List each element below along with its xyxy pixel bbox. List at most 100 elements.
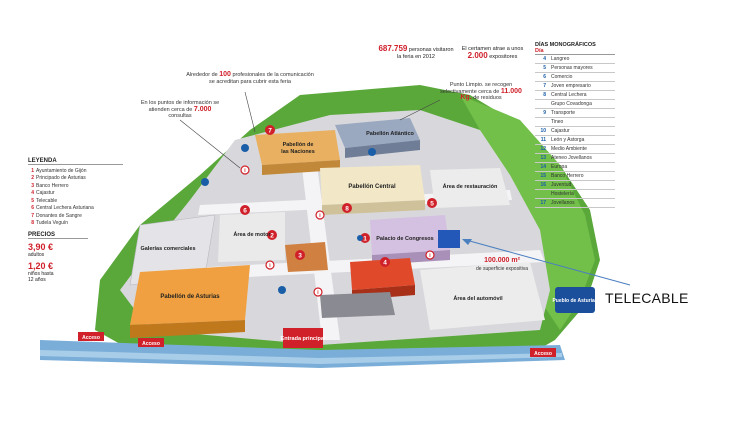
days-row-label: Comercio	[551, 74, 573, 80]
days-row-number: 15	[540, 173, 546, 179]
marker-8: 8	[342, 203, 352, 213]
days-row: 6 Comercio	[535, 73, 615, 82]
marker-7: 7	[265, 125, 275, 135]
svg-text:5: 5	[430, 201, 434, 208]
svg-text:6: 6	[243, 208, 247, 215]
telecable-arrow	[465, 239, 631, 286]
legend-item-label: Principado de Asturias	[36, 175, 86, 182]
legend-item-label: Telecable	[36, 197, 58, 204]
label-area-motor: Área de motor	[233, 231, 271, 238]
svg-text:4: 4	[383, 260, 387, 267]
days-row-number: 10	[540, 128, 546, 134]
info-point-icon: i	[425, 250, 435, 260]
acceso-marker-right	[530, 348, 556, 357]
days-row-label: Personas mayores	[551, 65, 593, 71]
svg-text:i: i	[269, 263, 271, 269]
days-row-number: 16	[540, 182, 546, 188]
label-galerias: Galerías comerciales	[140, 246, 195, 252]
svg-text:7: 7	[268, 128, 272, 135]
days-row-number: 4	[543, 56, 546, 62]
pueblo-asturias-block	[555, 287, 595, 313]
days-row: 4 Langreo	[535, 55, 615, 64]
svg-text:i: i	[429, 253, 431, 259]
days-row-label: Ateneo Jovellanos	[551, 155, 592, 161]
days-row-label: Grupo Covadonga	[551, 101, 592, 107]
wc-icon	[357, 235, 363, 241]
days-row-number: 9	[543, 110, 546, 116]
legend-item-number: 1	[31, 167, 34, 174]
marker-5: 5	[427, 198, 437, 208]
label-pabellon-naciones-1: Pabellón de	[283, 142, 314, 148]
label-entrada-principal: Entrada principal	[281, 336, 326, 342]
days-row-number: 14	[540, 164, 546, 170]
days-row-number: 6	[543, 74, 546, 80]
days-row-label: Hostelería	[551, 191, 574, 197]
exhibitors-suffix: expositores	[489, 53, 518, 60]
cajastur-building	[350, 258, 415, 290]
visitors-number: 687.759	[378, 44, 408, 53]
legend-item-number: 7	[31, 212, 34, 219]
marker-3: 3	[295, 250, 305, 260]
svg-text:i: i	[244, 168, 246, 174]
pabellon-asturias-building	[130, 265, 250, 325]
label-pabellon-asturias: Pabellón de Asturias	[160, 294, 220, 300]
days-row-label: Banco Herrero	[551, 173, 584, 179]
days-list: 4 Langreo 5 Personas mayores 6 Comercio 7 Joven…	[535, 55, 615, 208]
days-row-label: Jovellanos	[551, 200, 575, 206]
exhibitors-text: El certamen atrae a unos	[461, 46, 524, 52]
child-price: 1,20 €	[28, 261, 54, 271]
days-row: Hostelería	[535, 190, 615, 199]
banco-herrero-building	[285, 242, 328, 272]
legend-item-number: 3	[31, 182, 34, 189]
days-row-number: 11	[540, 137, 546, 143]
days-row-label: León y Astorga	[551, 137, 585, 143]
days-row-number: 8	[543, 92, 546, 98]
palacio-congresos-building	[370, 215, 450, 255]
label-surface-text: de superficie expositiva	[476, 266, 528, 272]
area-automovil-block	[420, 262, 545, 330]
visitors-stat: 687.759 personas visitaron la feria en 2…	[376, 44, 456, 60]
area-restauracion-block	[430, 168, 510, 208]
label-acceso-left: Acceso	[82, 335, 100, 341]
area-motor-block	[218, 212, 285, 262]
svg-text:3: 3	[298, 253, 302, 260]
days-row: 8 Central Lechera	[535, 91, 615, 100]
wc-icon	[278, 286, 286, 294]
label-palacio-congresos: Palacio de Congresos	[376, 236, 433, 242]
info-point-icon: i	[240, 165, 250, 175]
svg-text:8: 8	[345, 206, 349, 213]
legend-item-number: 2	[31, 175, 34, 182]
acceso-marker-mid	[138, 338, 164, 347]
label-surface-number: 100.000 m²	[484, 257, 520, 264]
days-row-label: Central Lechera	[551, 92, 587, 98]
days-row-label: Joven empresario	[551, 83, 591, 89]
exhibitors-stat: El certamen atrae a unos 2.000 expositor…	[455, 46, 530, 60]
days-row-number: 17	[540, 200, 546, 206]
pabellon-atlantico-building	[335, 118, 420, 148]
days-row: 5 Personas mayores	[535, 64, 615, 73]
days-row-label: Langreo	[551, 56, 570, 62]
river	[40, 340, 565, 368]
legend-item-number: 6	[31, 205, 34, 212]
marker-2: 2	[267, 230, 277, 240]
days-row-number: 12	[540, 146, 546, 152]
prices: PRECIOS 3,90 € adultos 1,20 € niños hast…	[28, 232, 88, 283]
days-row-label: Cajastur	[551, 128, 570, 134]
svg-text:i: i	[317, 290, 319, 296]
days-row-number: 5	[543, 65, 546, 71]
days-row-number: 7	[543, 83, 546, 89]
adult-label: adultos	[28, 252, 45, 258]
legend-item-number: 5	[31, 197, 34, 204]
legend-item-label: Cajastur	[36, 190, 55, 197]
exhibitors-number: 2.000	[467, 50, 488, 60]
label-pueblo-asturias: Pueblo de Asturias	[552, 298, 597, 304]
days-row: Tineo	[535, 118, 615, 127]
pabellon-naciones-building	[255, 130, 340, 165]
